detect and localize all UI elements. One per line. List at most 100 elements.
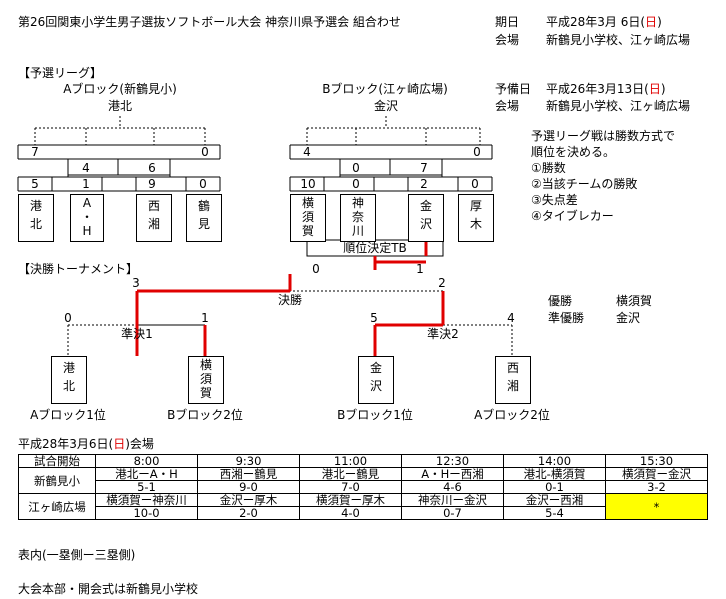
block-a-label: Aブロック(新鶴見小) (63, 82, 177, 96)
time-cell: 14:00 (503, 454, 606, 468)
game-cell: 西湘ー鶴見 (197, 467, 300, 481)
semi2-score: 4 (507, 311, 515, 325)
block-a-score: 1 (82, 177, 90, 191)
semi1-score: 1 (201, 311, 209, 325)
table-row: 試合開始 8:00 9:30 11:00 12:30 14:00 15:30 (18, 454, 708, 468)
final-team-box-seisho: 西 湘 (495, 356, 531, 404)
game-cell: 金沢ー厚木 (197, 493, 300, 507)
team-box-seisho: 西 湘 (136, 194, 172, 242)
score-cell: 2-0 (197, 506, 300, 520)
semi2-label: 準決2 (427, 327, 459, 341)
score-cell: 4-6 (401, 480, 504, 494)
score-cell: 0-7 (401, 506, 504, 520)
tiebreak-label: 順位決定TB (343, 241, 407, 255)
venue-value: 新鶴見小学校、江ヶ崎広場 (546, 33, 691, 47)
page-title: 第26回関東小学生男子選抜ソフトボール大会 神奈川県予選会 組合わせ (18, 15, 401, 29)
team-rank-label: Aブロック2位 (474, 408, 550, 422)
game-cell: A・Hー西湘 (401, 467, 504, 481)
final-team-box-yokosuka: 横 須 賀 (188, 356, 224, 404)
rule-text: ④タイブレカー (531, 209, 614, 223)
table-row: 新鶴見小 港北ーA・H 西湘ー鶴見 港北ー鶴見 A・Hー西湘 港北-横須賀 横須… (18, 467, 708, 494)
score-cell: 7-0 (299, 480, 402, 494)
runner-label: 準優勝 (548, 311, 585, 325)
block-b-label: Bブロック(江ヶ崎広場) (322, 82, 448, 96)
team-box-kanagawa: 神 奈 川 (340, 194, 376, 242)
team-rank-label: Aブロック1位 (30, 408, 106, 422)
note-hq: 大会本部・開会式は新鶴見小学校 (18, 582, 199, 596)
venue-label: 会場 (495, 33, 520, 47)
winner-value: 横須賀 (616, 294, 653, 308)
score-cell: 0-1 (503, 480, 606, 494)
block-a-score: 9 (148, 177, 156, 191)
reserve-value: 平成26年3月13日(日) (546, 82, 666, 96)
game-cell: 港北ーA・H (95, 467, 198, 481)
semi1-score: 0 (64, 311, 72, 325)
block-b-score: 4 (303, 145, 311, 159)
score-cell: 5-4 (503, 506, 606, 520)
game-cell: 横須賀ー神奈川 (95, 493, 198, 507)
block-b-score: 10 (300, 177, 316, 191)
table-row: 江ヶ崎広場 横須賀ー神奈川 金沢ー厚木 横須賀ー厚木 神奈川ー金沢 金沢ー西湘 … (18, 493, 708, 520)
final-team-box-kanazawa: 金 沢 (358, 356, 394, 404)
schedule-date: 平成28年3月6日(日)会場 (18, 437, 154, 451)
tiebreak-score: 0 (312, 262, 320, 276)
table-row: 5-1 9-0 7-0 4-6 0-1 3-2 (19, 480, 708, 494)
venue-name: 江ヶ崎広場 (18, 493, 96, 520)
rule-text: ①勝数 (531, 161, 566, 175)
team-box-kanazawa: 金 沢 (408, 194, 444, 242)
time-cell: 8:00 (95, 454, 198, 468)
time-cell: 15:30 (605, 454, 708, 468)
score-cell: 9-0 (197, 480, 300, 494)
block-b-score: 7 (420, 161, 428, 175)
game-cell: 神奈川ー金沢 (401, 493, 504, 507)
league-section-label: 【予選リーグ】 (18, 66, 103, 80)
reserve-label: 予備日 (495, 82, 532, 96)
block-b-score: 0 (352, 177, 360, 191)
semi2-score: 5 (370, 311, 378, 325)
note-sides: 表内(一塁側ー三塁側) (18, 548, 136, 562)
score-cell: 3-2 (605, 480, 708, 494)
block-a-score: 7 (31, 145, 39, 159)
venue-name: 新鶴見小 (18, 467, 96, 494)
final-score: 2 (438, 276, 446, 290)
score-cell: 5-1 (95, 480, 198, 494)
date-value: 平成28年3月 6日(日) (546, 15, 662, 29)
rule-text: 予選リーグ戦は勝数方式で (531, 129, 676, 143)
rule-text: ③失点差 (531, 193, 578, 207)
block-b-score: 0 (473, 145, 481, 159)
final-label: 決勝 (277, 293, 302, 307)
time-cell: 9:30 (197, 454, 300, 468)
block-b-score: 2 (420, 177, 428, 191)
block-b-seed: 金沢 (373, 99, 398, 113)
block-b-score: 0 (471, 177, 479, 191)
tournament-section-label: 【決勝トーナメント】 (18, 262, 139, 276)
score-cell: 4-0 (299, 506, 402, 520)
final-score: 3 (132, 276, 140, 290)
table-row: 10-0 2-0 4-0 0-7 5-4 (19, 506, 708, 520)
highlight-cell: * (605, 493, 708, 520)
game-cell: 横須賀ー厚木 (299, 493, 402, 507)
game-cell: 金沢ー西湘 (503, 493, 606, 507)
tiebreak-score: 1 (416, 262, 424, 276)
venue2-label: 会場 (495, 99, 520, 113)
date-label: 期日 (495, 15, 520, 29)
final-team-box-konan: 港 北 (51, 356, 87, 404)
game-cell: 横須賀ー金沢 (605, 467, 708, 481)
schedule-table: 試合開始 8:00 9:30 11:00 12:30 14:00 15:30 新… (18, 454, 708, 520)
team-rank-label: Bブロック2位 (167, 408, 243, 422)
runner-value: 金沢 (616, 311, 641, 325)
block-a-score: 0 (201, 145, 209, 159)
block-a-score: 6 (148, 161, 156, 175)
time-cell: 11:00 (299, 454, 402, 468)
block-b-score: 0 (352, 161, 360, 175)
team-box-yokosuka: 横 須 賀 (290, 194, 326, 242)
rule-text: ②当該チームの勝敗 (531, 177, 638, 191)
winner-label: 優勝 (548, 294, 573, 308)
block-a-seed: 港北 (107, 99, 132, 113)
team-box-ah: A ・ H (70, 194, 104, 242)
start-label: 試合開始 (18, 454, 96, 468)
semi1-label: 準決1 (121, 327, 153, 341)
block-a-score: 5 (31, 177, 39, 191)
score-cell: 10-0 (95, 506, 198, 520)
block-a-score: 4 (82, 161, 90, 175)
